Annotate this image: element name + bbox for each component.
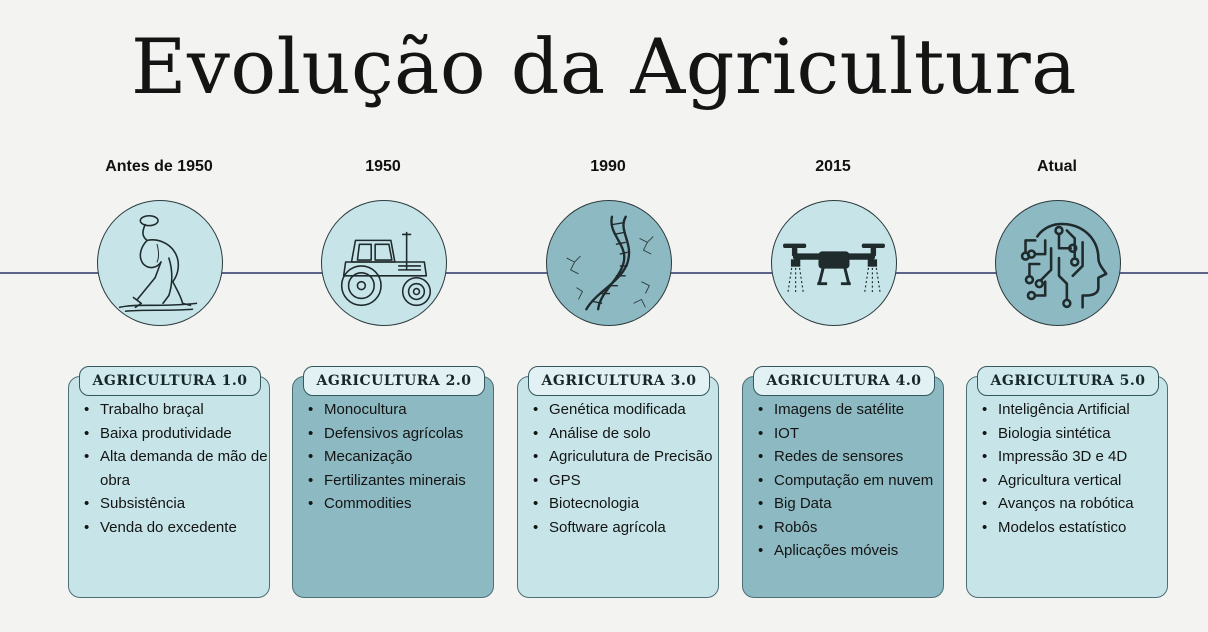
era-circle xyxy=(546,200,672,326)
list-item: Modelos estatístico xyxy=(980,516,1166,540)
list-item: Baixa produtividade xyxy=(82,422,268,446)
list-item: Computação em nuvem xyxy=(756,469,942,493)
list-item: Avanços na robótica xyxy=(980,492,1166,516)
era-label: AGRICULTURA 3.0 xyxy=(528,366,710,396)
era-list: Inteligência Artificial Biologia sintéti… xyxy=(980,398,1166,539)
list-item: Subsistência xyxy=(82,492,268,516)
list-item: Agricultura vertical xyxy=(980,469,1166,493)
era-circle xyxy=(97,200,223,326)
list-item: Monocultura xyxy=(306,398,492,422)
list-item: Fertilizantes minerais xyxy=(306,469,492,493)
list-item: Imagens de satélite xyxy=(756,398,942,422)
list-item: Biotecnologia xyxy=(531,492,717,516)
era-circle xyxy=(771,200,897,326)
list-item: Mecanização xyxy=(306,445,492,469)
list-item: Genética modificada xyxy=(531,398,717,422)
era-5: Atual xyxy=(952,0,1168,632)
ai-head-circuit-icon xyxy=(1020,222,1108,309)
era-4: 2015 xyxy=(728,0,944,632)
page-title: Evolução da Agricultura xyxy=(131,22,1077,111)
era-label: AGRICULTURA 2.0 xyxy=(303,366,485,396)
era-2: 1950 xyxy=(278,0,494,632)
list-item: Trabalho braçal xyxy=(82,398,268,422)
era-label: AGRICULTURA 4.0 xyxy=(753,366,935,396)
list-item: IOT xyxy=(756,422,942,446)
era-list: Trabalho braçal Baixa produtividade Alta… xyxy=(82,398,268,539)
era-list: Monocultura Defensivos agrícolas Mecaniz… xyxy=(306,398,492,516)
era-3: 1990 xyxy=(503,0,719,632)
era-year: 1990 xyxy=(590,158,626,175)
spray-drone-icon xyxy=(783,243,885,294)
dna-helix-icon xyxy=(566,215,654,311)
list-item: Venda do excedente xyxy=(82,516,268,540)
era-list: Genética modificada Análise de solo Agri… xyxy=(531,398,717,539)
era-label: AGRICULTURA 5.0 xyxy=(977,366,1159,396)
era-circle xyxy=(995,200,1121,326)
list-item: Defensivos agrícolas xyxy=(306,422,492,446)
era-circle xyxy=(321,200,447,326)
list-item: Agriculutura de Precisão xyxy=(531,445,717,469)
list-item: Aplicações móveis xyxy=(756,539,942,563)
era-1: Antes de 1950 xyxy=(54,0,270,632)
tractor-icon xyxy=(340,231,432,307)
list-item: GPS xyxy=(531,469,717,493)
era-year: Atual xyxy=(1037,158,1077,175)
era-year: 1950 xyxy=(365,158,401,175)
era-year: Antes de 1950 xyxy=(105,158,213,175)
list-item: Análise de solo xyxy=(531,422,717,446)
list-item: Commodities xyxy=(306,492,492,516)
list-item: Biologia sintética xyxy=(980,422,1166,446)
era-label: AGRICULTURA 1.0 xyxy=(79,366,261,396)
list-item: Robôs xyxy=(756,516,942,540)
list-item: Big Data xyxy=(756,492,942,516)
list-item: Software agrícola xyxy=(531,516,717,540)
list-item: Redes de sensores xyxy=(756,445,942,469)
era-list: Imagens de satélite IOT Redes de sensore… xyxy=(756,398,942,563)
list-item: Alta demanda de mão de obra xyxy=(82,445,268,492)
era-year: 2015 xyxy=(815,158,851,175)
list-item: Impressão 3D e 4D xyxy=(980,445,1166,469)
farmer-hoeing-icon xyxy=(118,214,198,313)
list-item: Inteligência Artificial xyxy=(980,398,1166,422)
